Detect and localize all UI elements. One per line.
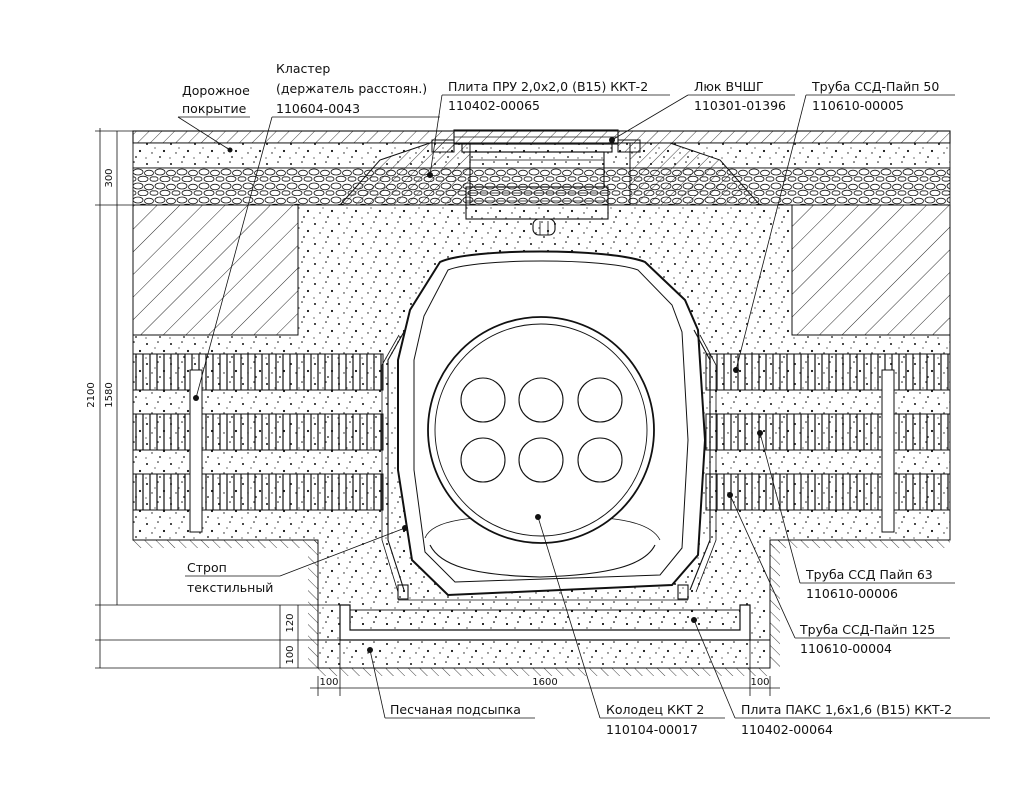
road-label-line1: Дорожное: [182, 83, 250, 98]
soil-left: [132, 204, 299, 336]
port-2: [518, 377, 564, 423]
plate-pru-label: Плита ПРУ 2,0x2,0 (B15) ККТ-2: [448, 79, 648, 94]
plate-pru-code: 110402-00065: [448, 98, 540, 113]
base-plate: [339, 604, 751, 641]
dim-300: 300: [104, 168, 115, 187]
plate-paks-code: 110402-00064: [741, 722, 833, 737]
dim-100-left: 100: [319, 677, 338, 688]
dim-120: 120: [285, 613, 296, 632]
manhole-hatch: [431, 129, 641, 236]
well-code: 110104-00017: [606, 722, 698, 737]
pipes-left: [132, 353, 384, 533]
hatch-label: Люк ВЧШГ: [694, 79, 764, 94]
dimension-lines: [95, 128, 780, 696]
hatch-code: 110301-01396: [694, 98, 786, 113]
pipe125-label: Труба ССД-Пайп 125: [799, 622, 935, 637]
cluster-label-line2: (держатель расстоян.): [276, 81, 427, 96]
dim-1600: 1600: [532, 677, 557, 688]
port-3: [577, 377, 623, 423]
cluster-code: 110604-0043: [276, 101, 360, 116]
well-label: Колодец ККТ 2: [606, 702, 704, 717]
road-label-line2: покрытие: [182, 101, 247, 116]
dim-100-vertical: 100: [285, 645, 296, 664]
dim-1580: 1580: [104, 382, 115, 407]
road-pavement: [132, 130, 951, 206]
pipe63-code: 110610-00006: [806, 586, 898, 601]
sling-label-line1: Строп: [187, 560, 227, 575]
dim-2100: 2100: [86, 382, 97, 407]
pipe125-code: 110610-00004: [800, 641, 892, 656]
port-1: [460, 377, 506, 423]
ground-lines: [133, 539, 950, 676]
plate-paks-label: Плита ПАКС 1,6x1,6 (B15) ККТ-2: [741, 702, 952, 717]
pipe50-label: Труба ССД-Пайп 50: [811, 79, 939, 94]
concrete-collar: [338, 142, 762, 206]
sand-label: Песчаная подсыпка: [390, 702, 521, 717]
sling-label-line2: текстильный: [187, 580, 273, 595]
sand-bedding: [317, 639, 771, 669]
well-end-plate: [427, 316, 655, 544]
pipe63-label: Труба ССД Пайп 63: [805, 567, 933, 582]
pipe50-code: 110610-00005: [812, 98, 904, 113]
port-6: [577, 437, 623, 483]
soil-right: [791, 204, 951, 336]
cluster-label-line1: Кластер: [276, 61, 330, 76]
port-5: [518, 437, 564, 483]
port-4: [460, 437, 506, 483]
pipes-right: [705, 353, 951, 533]
dim-100-right: 100: [750, 677, 769, 688]
leader-lines: [177, 94, 990, 719]
